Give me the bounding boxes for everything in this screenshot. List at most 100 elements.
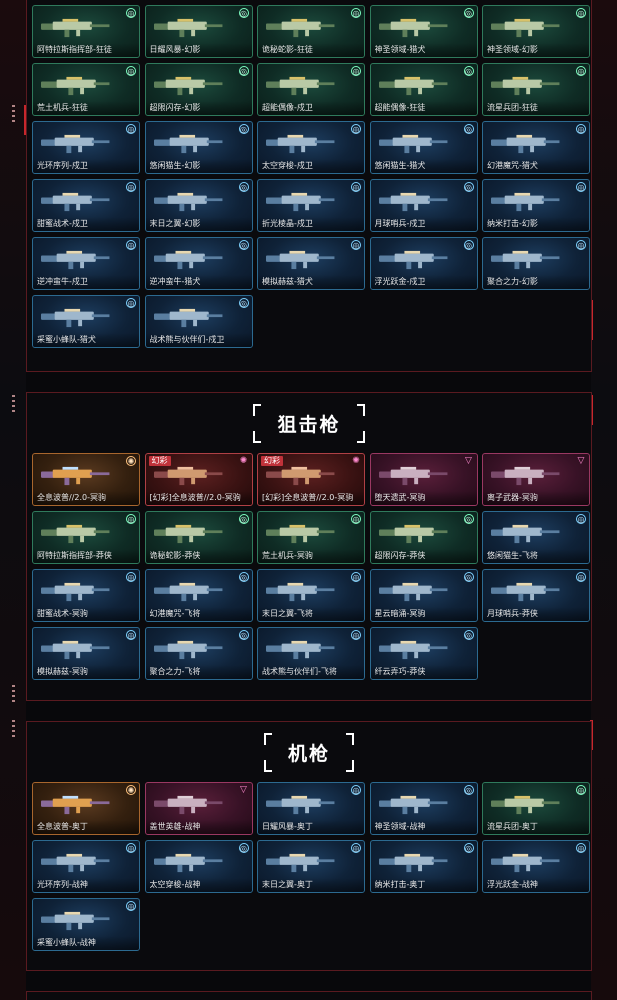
skin-name: 日耀风暴-奥丁 xyxy=(262,822,313,831)
skin-card[interactable]: ◎纳米打击-幻影 xyxy=(482,179,590,232)
skin-card[interactable]: ◎幻港魔咒-猎犬 xyxy=(482,121,590,174)
skin-card[interactable]: ▽盖世英雄-战神 xyxy=(144,782,253,835)
skin-card[interactable]: ✺全息波普-奥丁 xyxy=(32,782,140,835)
weapon-image xyxy=(41,466,129,486)
skin-card[interactable]: ◎浮光跃金-战神 xyxy=(482,840,590,893)
skin-name: [幻彩]全息波普//2.0-冥驹 xyxy=(262,493,354,502)
skin-card[interactable]: ◎太空穿梭-战神 xyxy=(144,840,253,893)
skin-card[interactable]: ✺ 全息波普//2.0-冥驹 xyxy=(32,453,140,506)
skin-card[interactable]: ◎末日之翼-幻影 xyxy=(144,179,253,232)
weapon-image xyxy=(491,76,579,96)
weapon-image xyxy=(153,795,242,815)
skin-card[interactable]: ◎采蜜小蜂队-战神 xyxy=(32,898,140,951)
skin-card[interactable]: ◎战术熊与伙伴们-戍卫 xyxy=(144,295,253,348)
skin-card[interactable]: ◎光环序列-戍卫 xyxy=(32,121,140,174)
weapon-image xyxy=(153,18,242,38)
weapon-image xyxy=(266,582,354,602)
skin-card[interactable]: ◎甜蜜战术-冥驹 xyxy=(32,569,140,622)
sniper-grid: ✺ 全息波普//2.0-冥驹 ✺幻彩[幻彩]全息波普//2.0-冥驹✺幻彩[幻彩]全… xyxy=(27,453,591,680)
skin-name: 超能偶像-狂徒 xyxy=(374,103,426,112)
skin-card[interactable]: ▽ 离子武器-冥驹 xyxy=(482,453,590,506)
weapon-image xyxy=(491,192,579,212)
skin-card[interactable]: ◎幻港魔咒-飞将 xyxy=(144,569,253,622)
skin-card[interactable]: ◎超能偶像-狂徒 xyxy=(369,63,478,116)
section-header: 狙击枪 xyxy=(27,393,591,453)
tier-icon: ◎ xyxy=(126,630,136,640)
tier-icon: ◎ xyxy=(351,124,361,134)
skin-card[interactable]: ◎阿特拉斯指挥部-狂徒 xyxy=(32,5,140,58)
skin-card[interactable]: ▽堕天遗武-冥驹 xyxy=(369,453,478,506)
skin-name: 全息波普//2.0-冥驹 xyxy=(37,493,106,502)
skin-card[interactable]: ◎采蜜小蜂队-猎犬 xyxy=(32,295,140,348)
tier-icon: ◎ xyxy=(463,514,474,524)
skin-card[interactable]: ◎末日之翼-奥丁 xyxy=(257,840,365,893)
skin-name: 日耀风暴-幻影 xyxy=(149,45,201,54)
weapon-image xyxy=(491,582,579,602)
skin-card[interactable]: ◎模拟赫兹-冥驹 xyxy=(32,627,140,680)
skin-card[interactable]: ◎诡秘蛇影-狂徒 xyxy=(257,5,365,58)
skin-card[interactable]: ◎悠闲猫生-幻影 xyxy=(144,121,253,174)
skin-name: 战术熊与伙伴们-飞将 xyxy=(262,667,337,676)
skin-card[interactable]: ◎纤云弄巧-莽侠 xyxy=(369,627,478,680)
weapon-image xyxy=(491,853,579,873)
skin-card[interactable]: ◎太空穿梭-戍卫 xyxy=(257,121,365,174)
skin-card[interactable]: ◎模拟赫兹-猎犬 xyxy=(257,237,365,290)
skin-card[interactable]: ◎光环序列-战神 xyxy=(32,840,140,893)
tier-icon: ◎ xyxy=(126,843,136,853)
skin-card[interactable]: ◎甜蜜战术-戍卫 xyxy=(32,179,140,232)
tier-icon: ◎ xyxy=(576,8,586,18)
skin-card[interactable]: ◎超限闪存-莽侠 xyxy=(369,511,478,564)
skin-card[interactable]: ◎日耀风暴-幻影 xyxy=(144,5,253,58)
skin-card[interactable]: ◎神圣领域-幻影 xyxy=(482,5,590,58)
skin-card[interactable]: ◎荒土机兵-冥驹 xyxy=(257,511,365,564)
skin-card[interactable]: ◎纳米打击-奥丁 xyxy=(369,840,478,893)
skin-card[interactable]: ◎逆冲蛮牛-猎犬 xyxy=(144,237,253,290)
skin-card[interactable]: ◎悠闲猫生-飞将 xyxy=(482,511,590,564)
skin-card[interactable]: ◎荒土机兵-狂徒 xyxy=(32,63,140,116)
weapon-image xyxy=(153,192,242,212)
skin-name: 超限闪存-幻影 xyxy=(149,103,201,112)
skin-card[interactable]: ◎逆冲蛮牛-戍卫 xyxy=(32,237,140,290)
skin-name: 离子武器-冥驹 xyxy=(487,493,538,502)
edge-accent xyxy=(24,105,27,135)
skin-name: 逆冲蛮牛-猎犬 xyxy=(149,277,201,286)
skin-card[interactable]: ◎ 日耀风暴-奥丁 xyxy=(257,782,365,835)
tier-icon: ◎ xyxy=(576,514,586,524)
skin-card[interactable]: ◎月球哨兵-莽侠 xyxy=(482,569,590,622)
skin-name: [幻彩]全息波普//2.0-冥驹 xyxy=(149,493,241,502)
skin-card[interactable]: ◎悠闲猫生-猎犬 xyxy=(369,121,478,174)
tier-icon: ◎ xyxy=(463,572,474,582)
skin-card[interactable]: ◎超能偶像-戍卫 xyxy=(257,63,365,116)
skin-card[interactable]: ◎阿特拉斯指挥部-莽侠 xyxy=(32,511,140,564)
skin-name: 神圣领域-猎犬 xyxy=(374,45,426,54)
skin-name: 幻港魔咒-猎犬 xyxy=(487,161,538,170)
skin-card[interactable]: ◎浮光跃金-戍卫 xyxy=(369,237,478,290)
skin-card[interactable]: ◎诡秘蛇影-莽侠 xyxy=(144,511,253,564)
skin-card[interactable]: ◎聚合之力-飞将 xyxy=(144,627,253,680)
tier-icon: ◎ xyxy=(238,298,249,308)
weapon-image xyxy=(266,466,354,486)
skin-card[interactable]: ◎月球哨兵-戍卫 xyxy=(369,179,478,232)
weapon-image xyxy=(153,582,242,602)
tier-icon: ✺ xyxy=(126,456,136,466)
skin-card[interactable]: ◎超限闪存-幻影 xyxy=(144,63,253,116)
skin-card[interactable]: ◎神圣领域-猎犬 xyxy=(369,5,478,58)
skin-card[interactable]: ◎流星兵团-狂徒 xyxy=(482,63,590,116)
skin-card[interactable]: ◎末日之翼-飞将 xyxy=(257,569,365,622)
tier-icon: ◎ xyxy=(126,182,136,192)
skin-card[interactable]: ✺幻彩[幻彩]全息波普//2.0-冥驹 xyxy=(144,453,253,506)
skin-name: 诡秘蛇影-狂徒 xyxy=(262,45,313,54)
tier-icon: ◎ xyxy=(576,843,586,853)
skin-card[interactable]: ◎神圣领域-战神 xyxy=(369,782,478,835)
skin-card[interactable]: ✺幻彩[幻彩]全息波普//2.0-冥驹 xyxy=(257,453,365,506)
weapon-image xyxy=(378,795,467,815)
skin-card[interactable]: ◎折光棱晶-戍卫 xyxy=(257,179,365,232)
sniper-section: 狙击枪 ✺ 全息波普//2.0-冥驹 ✺幻彩[幻彩]全息波普//2.0-冥驹✺幻彩[… xyxy=(26,392,592,701)
weapon-image xyxy=(153,524,242,544)
tier-icon: ◎ xyxy=(351,785,361,795)
skin-card[interactable]: ◎聚合之力-幻影 xyxy=(482,237,590,290)
skin-card[interactable]: ◎流星兵团-奥丁 xyxy=(482,782,590,835)
skin-card[interactable]: ◎战术熊与伙伴们-飞将 xyxy=(257,627,365,680)
tier-icon: ▽ xyxy=(577,456,585,466)
skin-card[interactable]: ◎星云暗涌-冥驹 xyxy=(369,569,478,622)
